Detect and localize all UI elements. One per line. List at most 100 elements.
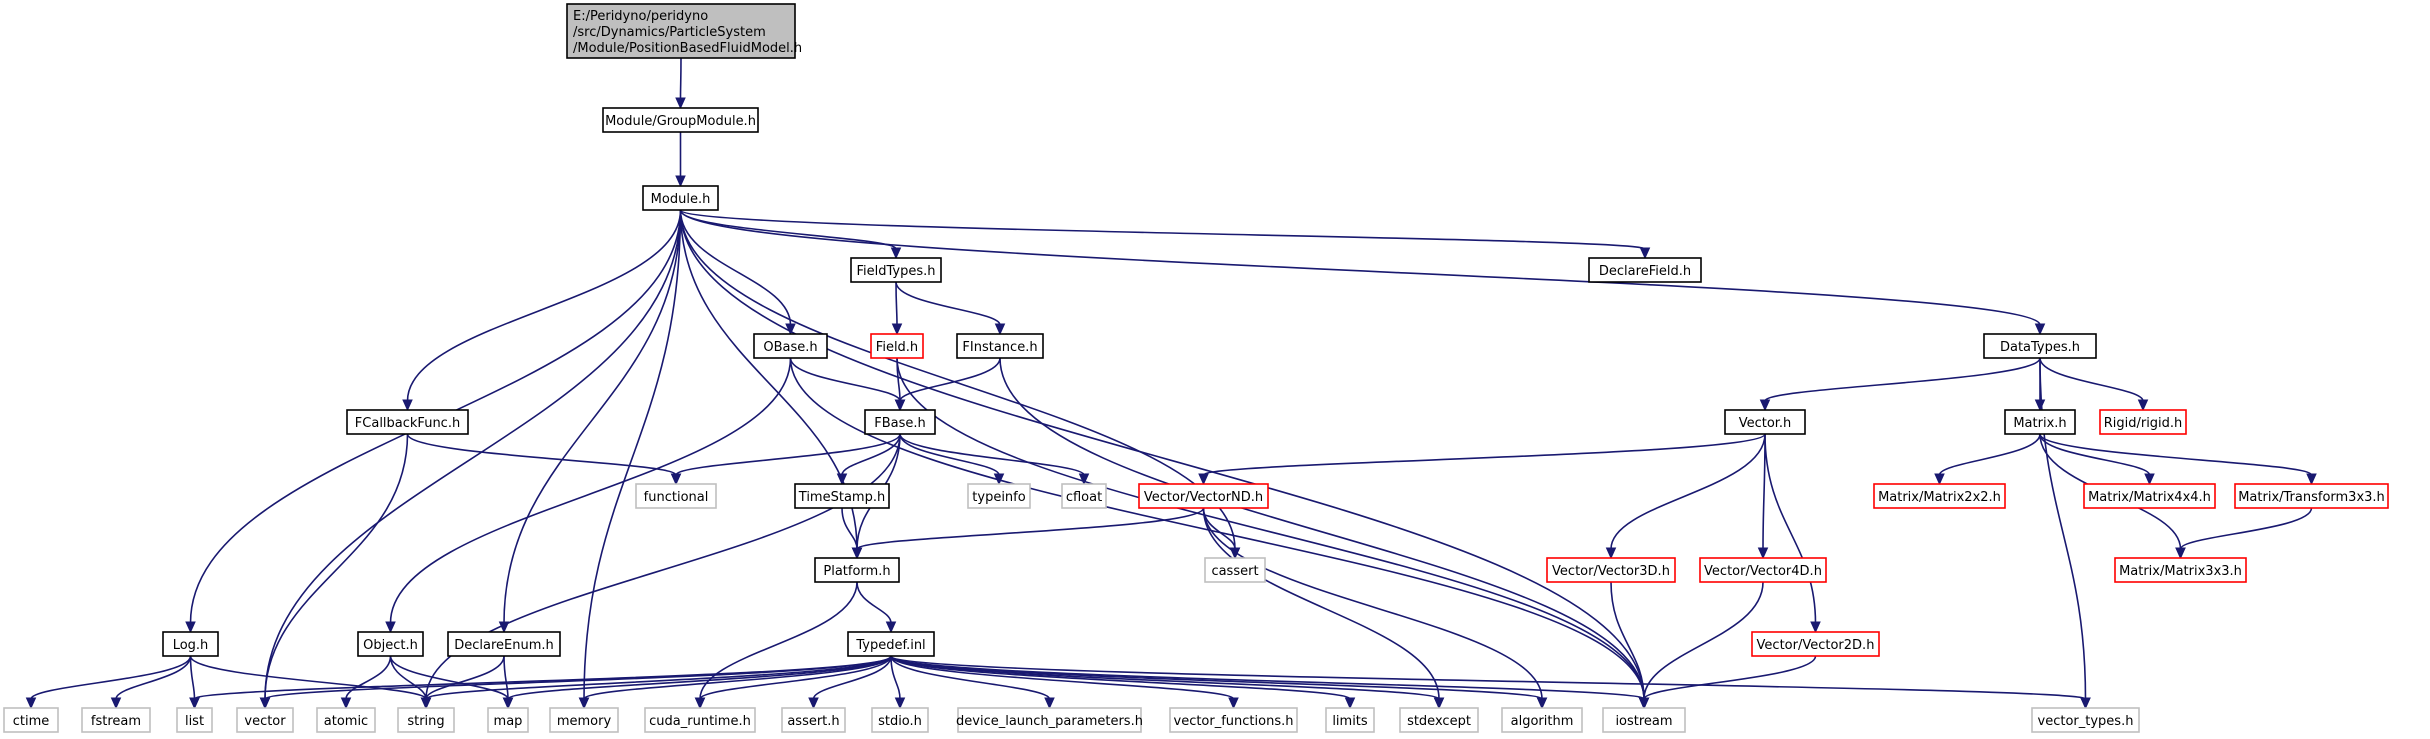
file-node-label: Platform.h (823, 564, 890, 579)
file-node-label: Field.h (876, 340, 918, 355)
arrowhead (675, 97, 686, 110)
file-node-module-h[interactable]: Module.h (642, 185, 719, 211)
file-node-label: TimeStamp.h (798, 490, 885, 505)
dependency-edge (899, 433, 1005, 486)
file-node-rigid-rigid-h[interactable]: Rigid/rigid.h (2099, 409, 2187, 435)
file-node-label: vector_functions.h (1174, 714, 1294, 729)
dependency-edge (899, 433, 1090, 486)
file-node-atomic: atomic (316, 707, 376, 733)
file-node-label: vector_types.h (2038, 714, 2134, 729)
file-node-obase-h[interactable]: OBase.h (753, 333, 828, 359)
arrowhead (110, 697, 122, 710)
arrowhead (2144, 473, 2155, 486)
arrowhead (1639, 247, 1651, 260)
root-file-node[interactable]: E:/Peridyno/peridyno/src/Dynamics/Partic… (566, 3, 802, 59)
arrowhead (670, 473, 682, 486)
dependency-edge (891, 281, 903, 336)
file-node-cassert: cassert (1204, 557, 1266, 583)
file-node-datatypes-h[interactable]: DataTypes.h (1983, 333, 2097, 359)
file-node-iostream: iostream (1602, 707, 1686, 733)
dependency-edge (894, 357, 1001, 412)
dependency-edge (2039, 433, 2317, 486)
file-node-typedef-inl[interactable]: Typedef.inl (847, 631, 935, 657)
dependency-edge (675, 57, 686, 110)
file-node-matrix-matrix3x3-h[interactable]: Matrix/Matrix3x3.h (2114, 557, 2247, 583)
arrowhead (340, 697, 352, 710)
file-node-finstance-h[interactable]: FInstance.h (956, 333, 1044, 359)
file-node-platform-h[interactable]: Platform.h (814, 557, 900, 583)
file-node-label: Matrix/Matrix4x4.h (2088, 490, 2211, 505)
file-node-label: atomic (324, 714, 368, 729)
file-node-matrix-matrix4x4-h[interactable]: Matrix/Matrix4x4.h (2083, 483, 2216, 509)
file-node-label: Module/GroupModule.h (605, 114, 756, 129)
dependency-edge (1610, 581, 1650, 710)
dependency-edge (110, 655, 192, 710)
arrowhead (1344, 697, 1356, 710)
file-node-vector-vectornd-h[interactable]: Vector/VectorND.h (1138, 483, 1269, 509)
dependency-edge (1934, 433, 2041, 486)
dependency-edge (679, 209, 1650, 710)
arrowhead (25, 697, 37, 710)
arrowhead (894, 697, 906, 710)
file-node-object-h[interactable]: Object.h (357, 631, 424, 657)
arrowhead (891, 323, 903, 336)
file-node-fieldtypes-h[interactable]: FieldTypes.h (850, 257, 942, 283)
file-node-device-launch-parameters-h: device_launch_parameters.h (956, 707, 1143, 733)
file-node-label: Matrix/Matrix2x2.h (1878, 490, 2001, 505)
arrowhead (259, 697, 271, 710)
file-node-matrix-transform3x3-h[interactable]: Matrix/Transform3x3.h (2234, 483, 2389, 509)
file-node-label: typeinfo (972, 490, 1025, 505)
file-node-matrix-matrix2x2-h[interactable]: Matrix/Matrix2x2.h (1873, 483, 2006, 509)
file-node-vector-h[interactable]: Vector.h (1724, 409, 1806, 435)
arrowhead (502, 697, 514, 710)
dependency-edge (2039, 357, 2149, 412)
file-node-fbase-h[interactable]: FBase.h (864, 409, 936, 435)
file-node-declareenum-h[interactable]: DeclareEnum.h (447, 631, 561, 657)
file-node-vector-vector3d-h[interactable]: Vector/Vector3D.h (1546, 557, 1676, 583)
file-node-label: Rigid/rigid.h (2104, 416, 2183, 431)
file-node-field-h[interactable]: Field.h (870, 333, 924, 359)
file-node-matrix-h[interactable]: Matrix.h (2004, 409, 2076, 435)
arrowhead (993, 473, 1005, 486)
root-file-label-line: /src/Dynamics/ParticleSystem (573, 25, 766, 40)
file-node-timestamp-h[interactable]: TimeStamp.h (794, 483, 890, 509)
arrowhead (785, 323, 796, 336)
file-node-label: ctime (13, 714, 50, 729)
dependency-edge (890, 655, 1356, 710)
dependency-edge (259, 655, 892, 710)
arrowhead (890, 247, 902, 260)
file-node-vector-vector4d-h[interactable]: Vector/Vector4D.h (1699, 557, 1827, 583)
dependency-edge (385, 357, 792, 634)
dependency-edge (670, 433, 901, 486)
file-node-vector-vector2d-h[interactable]: Vector/Vector2D.h (1751, 631, 1880, 657)
dependency-edge (679, 209, 1651, 260)
arrowhead (1810, 621, 1821, 634)
file-node-label: Matrix/Matrix3x3.h (2119, 564, 2242, 579)
arrowhead (1638, 697, 1650, 710)
file-node-label: DataTypes.h (2000, 340, 2080, 355)
dependency-edge (890, 655, 1548, 710)
file-node-declarefield-h[interactable]: DeclareField.h (1588, 257, 1702, 283)
arrowhead (2306, 473, 2317, 486)
arrowhead (2034, 399, 2046, 412)
dependency-edge (402, 209, 682, 412)
dependency-edge (789, 357, 906, 412)
file-node-typeinfo: typeinfo (967, 483, 1031, 509)
file-node-label: OBase.h (763, 340, 817, 355)
file-node-label: stdexcept (1407, 714, 1471, 729)
file-node-label: device_launch_parameters.h (956, 714, 1143, 729)
file-node-label: Vector/Vector3D.h (1552, 564, 1670, 579)
file-node-algorithm: algorithm (1501, 707, 1583, 733)
dependency-edge (836, 433, 901, 486)
arrowhead (420, 697, 432, 710)
file-node-log-h[interactable]: Log.h (162, 631, 219, 657)
file-node-vector: vector (236, 707, 294, 733)
dependency-edge (1764, 433, 1821, 634)
file-node-label: algorithm (1511, 714, 1574, 729)
file-node-fcallbackfunc-h[interactable]: FCallbackFunc.h (346, 409, 469, 435)
file-node-label: FBase.h (874, 416, 926, 431)
file-node-module-groupmodule-h[interactable]: Module/GroupModule.h (602, 107, 759, 133)
dependency-edge (502, 655, 892, 710)
file-node-label: Matrix/Transform3x3.h (2238, 490, 2385, 505)
root-file-label-line: /Module/PositionBasedFluidModel.h (573, 41, 802, 56)
